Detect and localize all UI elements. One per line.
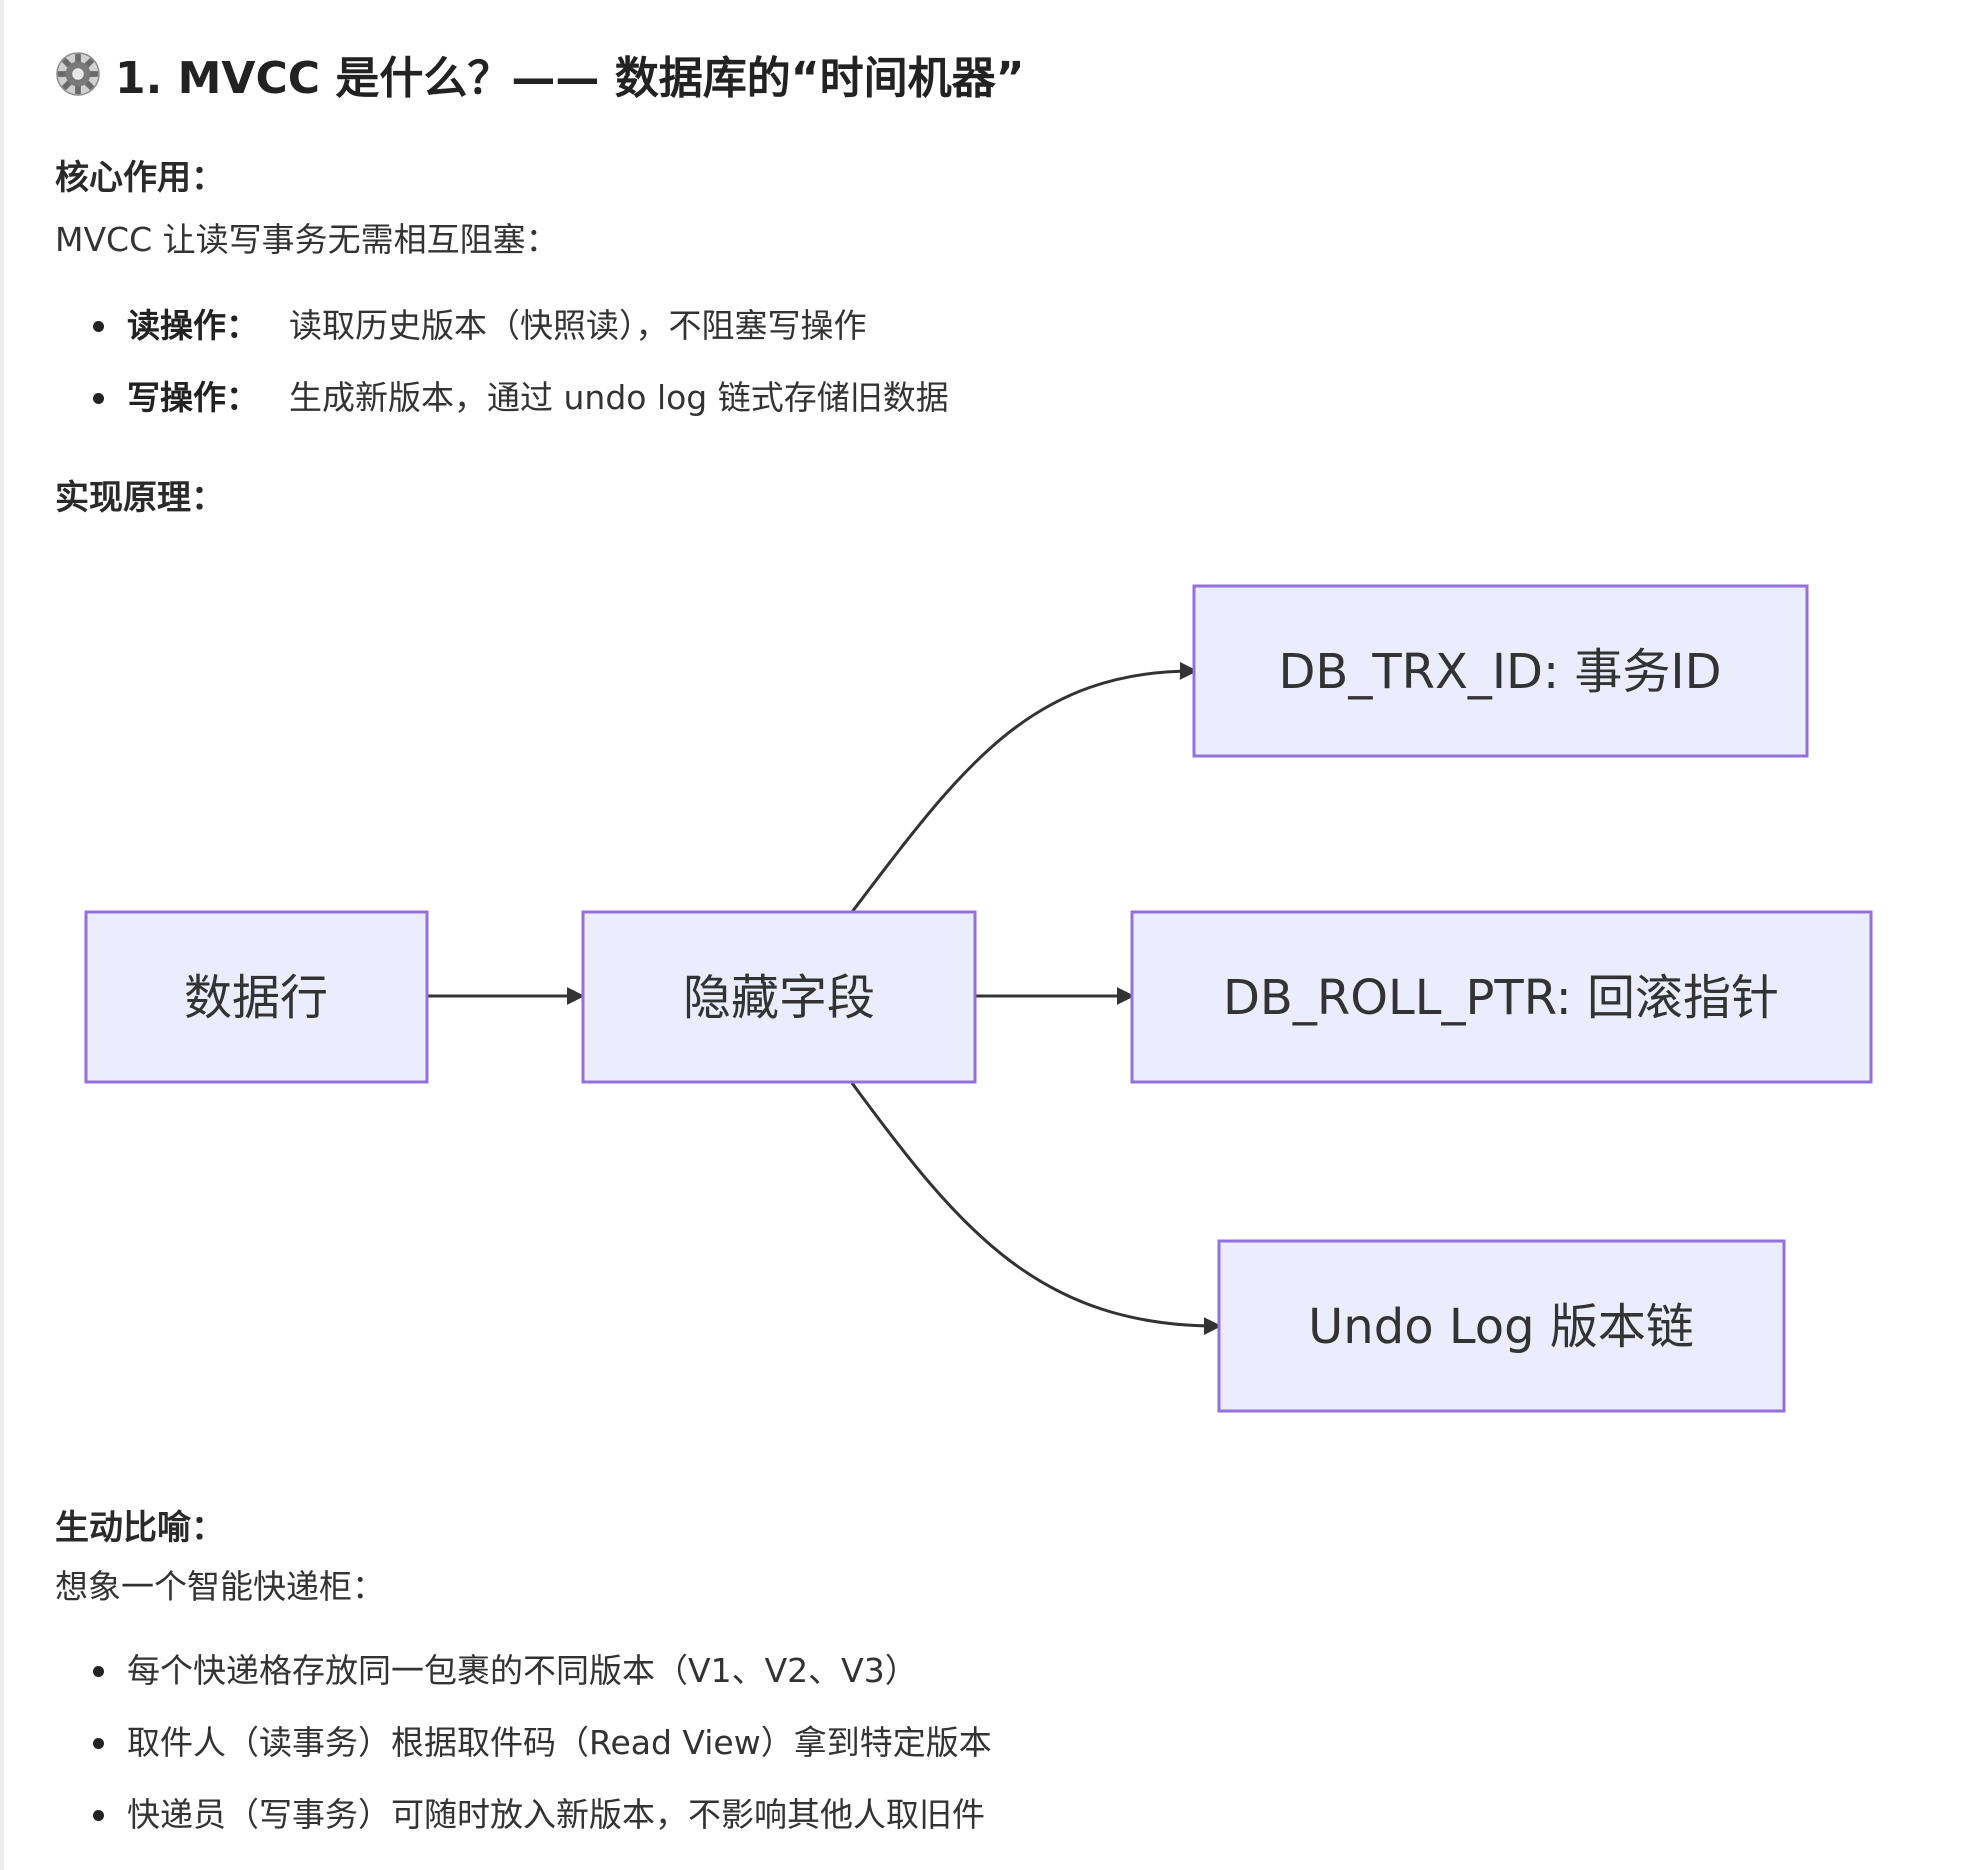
list-item: 写操作： 生成新版本，通过 undo log 链式存储旧数据 — [55, 362, 949, 434]
bullet-icon — [93, 1810, 104, 1821]
list-item-text: 生成新版本，通过 undo log 链式存储旧数据 — [289, 378, 949, 417]
list-item-key: 写操作： — [127, 378, 259, 417]
node-roll-ptr: DB_ROLL_PTR: 回滚指针 — [1130, 910, 1873, 1084]
node-undo-label: Undo Log 版本链 — [1308, 1299, 1694, 1355]
analogy-label: 生动比喻： — [55, 1508, 225, 1548]
core-label: 核心作用： — [55, 158, 225, 198]
bullet-icon — [93, 321, 104, 332]
node-hidden-fields: 隐藏字段 — [581, 910, 977, 1084]
list-item-text: 读取历史版本（快照读），不阻塞写操作 — [289, 306, 867, 345]
node-hidden-label: 隐藏字段 — [683, 970, 875, 1026]
core-list: 读操作： 读取历史版本（快照读），不阻塞写操作 写操作： 生成新版本，通过 undo… — [55, 290, 949, 434]
bullet-icon — [93, 1738, 104, 1749]
left-border — [0, 0, 4, 1870]
list-item-text: 每个快递格存放同一包裹的不同版本（V1、V2、V3） — [127, 1651, 918, 1690]
edge-hidden-to-trx-id — [850, 661, 1198, 913]
core-intro: MVCC 让读写事务无需相互阻塞： — [55, 220, 559, 259]
analogy-intro: 想象一个智能快递柜： — [55, 1567, 385, 1606]
heading-text: 1. MVCC 是什么？—— 数据库的“时间机器” — [115, 53, 1025, 104]
section-heading: 1. MVCC 是什么？—— 数据库的“时间机器” — [55, 42, 1025, 106]
analogy-list: 每个快递格存放同一包裹的不同版本（V1、V2、V3） 取件人（读事务）根据取件码… — [55, 1635, 992, 1851]
list-item-key: 读操作： — [127, 306, 259, 345]
node-row-label: 数据行 — [184, 970, 328, 1026]
list-item-text: 快递员（写事务）可随时放入新版本，不影响其他人取旧件 — [127, 1795, 985, 1834]
list-item: 取件人（读事务）根据取件码（Read View）拿到特定版本 — [55, 1707, 992, 1779]
node-trx-id: DB_TRX_ID: 事务ID — [1192, 584, 1809, 758]
list-item-text: 取件人（读事务）根据取件码（Read View）拿到特定版本 — [127, 1723, 992, 1762]
node-undo-log: Undo Log 版本链 — [1217, 1239, 1786, 1413]
node-row: 数据行 — [84, 910, 429, 1084]
list-item: 快递员（写事务）可随时放入新版本，不影响其他人取旧件 — [55, 1779, 992, 1851]
principle-label: 实现原理： — [55, 478, 225, 518]
list-item: 每个快递格存放同一包裹的不同版本（V1、V2、V3） — [55, 1635, 992, 1707]
list-item: 读操作： 读取历史版本（快照读），不阻塞写操作 — [55, 290, 949, 362]
gear-icon — [56, 52, 100, 96]
node-roll-ptr-label: DB_ROLL_PTR: 回滚指针 — [1223, 970, 1779, 1026]
bullet-icon — [93, 1666, 104, 1677]
node-trx-id-label: DB_TRX_ID: 事务ID — [1278, 644, 1721, 700]
bullet-icon — [93, 393, 104, 404]
edge-hidden-to-undo — [850, 1082, 1222, 1336]
